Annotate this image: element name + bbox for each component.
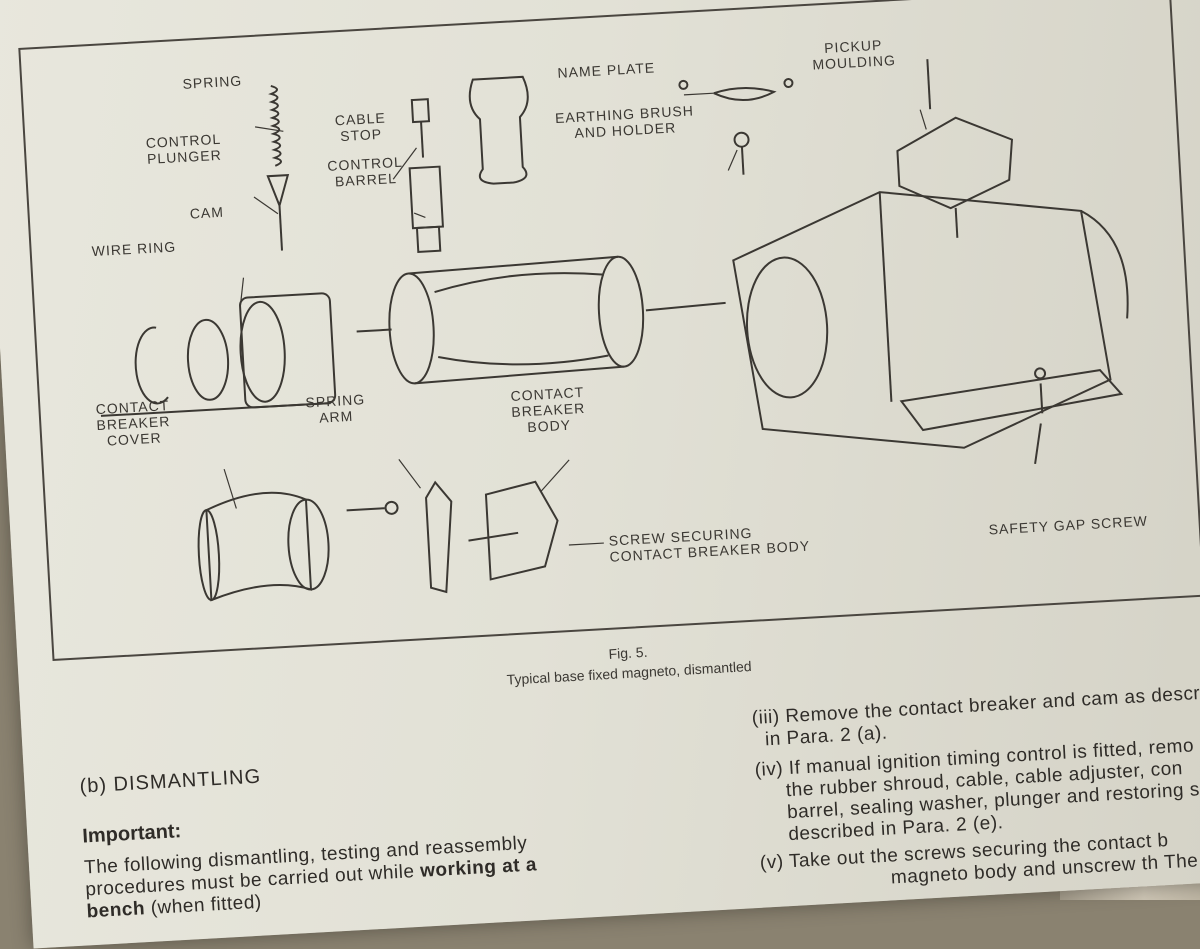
armature-part [356, 255, 726, 385]
spring-part [268, 84, 283, 167]
safety-gap-screw-part [1034, 367, 1047, 464]
knob-part [468, 75, 529, 185]
step-iv: (iv) If manual ignition timing control i… [754, 735, 1200, 846]
leader-lines [223, 92, 927, 546]
spring-arm-part [346, 480, 453, 594]
magneto-body-part [732, 191, 1129, 449]
exploded-magneto-drawing [100, 59, 1129, 602]
important-label: Important: [81, 820, 182, 848]
cam-housing-part [100, 292, 337, 417]
label-spring: SPRING [182, 72, 243, 92]
label-cam: CAM [189, 203, 225, 222]
cable-stop-part [410, 98, 431, 158]
left-paragraph: The following dismantling, testing and r… [83, 832, 538, 923]
cb-cover-part [197, 491, 330, 602]
control-plunger-part [266, 174, 290, 251]
control-barrel-part [408, 165, 444, 253]
name-plate-part [678, 78, 794, 101]
section-heading: (b) DISMANTLING [79, 765, 262, 798]
pickup-moulding-part [896, 59, 1014, 238]
earthing-brush-part [733, 131, 750, 175]
cb-body-part [468, 480, 559, 581]
